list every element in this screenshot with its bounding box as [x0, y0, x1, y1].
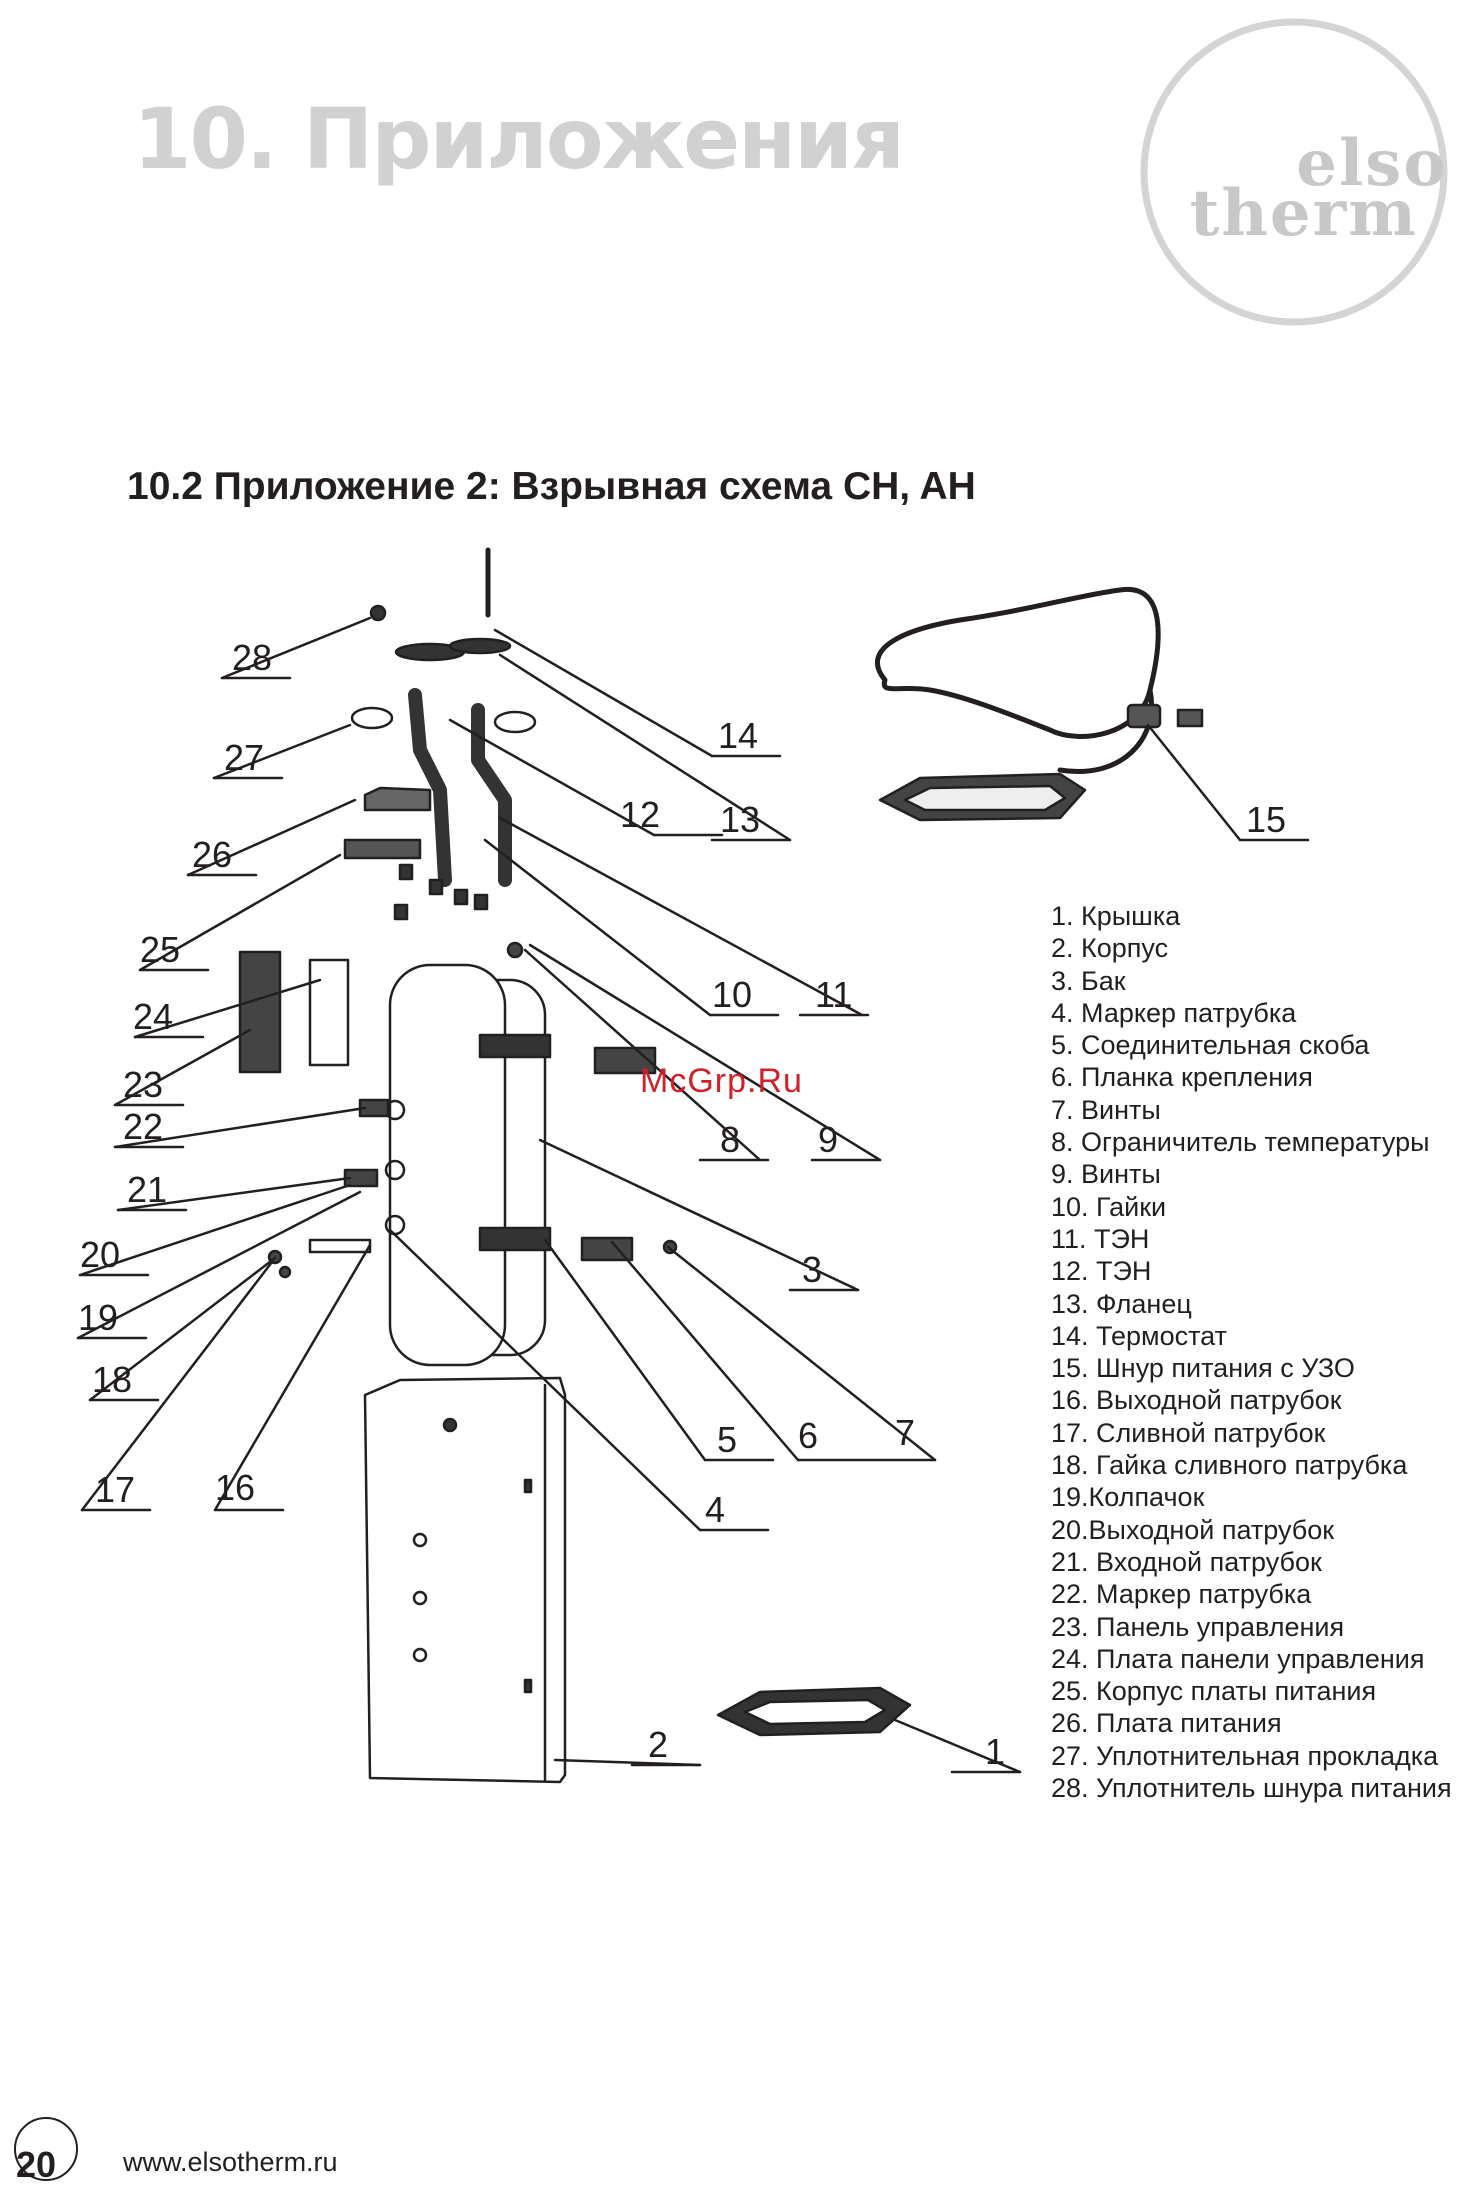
callout-1: 1	[985, 1731, 1005, 1772]
legend-item: 22. Маркер патрубка	[1051, 1579, 1312, 1610]
callout-18: 18	[92, 1359, 132, 1400]
callout-14: 14	[718, 715, 758, 756]
callout-22: 22	[123, 1106, 163, 1147]
callout-8: 8	[720, 1119, 740, 1160]
legend-item: 6. Планка крепления	[1051, 1062, 1313, 1093]
callout-26: 26	[192, 834, 232, 875]
callout-12: 12	[620, 794, 660, 835]
logo-text-elso: elso	[1296, 126, 1448, 201]
callout-15: 15	[1246, 799, 1286, 840]
legend-item: 9. Винты	[1051, 1159, 1161, 1190]
callout-3: 3	[802, 1249, 822, 1290]
callout-25: 25	[140, 929, 180, 970]
legend-item: 10. Гайки	[1051, 1191, 1167, 1222]
legend-item: 25. Корпус платы питания	[1051, 1676, 1377, 1707]
page-number: 20	[16, 2144, 57, 2185]
callout-20: 20	[80, 1234, 120, 1275]
legend-item: 12. ТЭН	[1051, 1256, 1152, 1287]
section-title: 10.2 Приложение 2: Взрывная схема CH, AH	[127, 465, 976, 508]
parts-legend: 1. Крышка 2. Корпус 3. Бак 4. Маркер пат…	[1051, 900, 1469, 1804]
page-heading: 10. Приложения	[133, 90, 905, 188]
callout-23: 23	[123, 1064, 163, 1105]
legend-item: 19.Колпачок	[1051, 1482, 1205, 1513]
legend-item: 14. Термостат	[1051, 1320, 1227, 1351]
callout-7: 7	[895, 1412, 915, 1453]
elsotherm-logo: elso therm	[1140, 18, 1448, 326]
legend-item: 20.Выходной патрубок	[1051, 1514, 1335, 1545]
legend-item: 13. Фланец	[1051, 1288, 1192, 1319]
legend-item: 2. Корпус	[1051, 933, 1169, 964]
legend-item: 15. Шнур питания с УЗО	[1051, 1353, 1355, 1384]
legend-item: 4. Маркер патрубка	[1051, 997, 1297, 1028]
callout-16: 16	[215, 1467, 255, 1508]
callout-21: 21	[127, 1169, 167, 1210]
callout-24: 24	[133, 996, 173, 1037]
watermark: McGrp.Ru	[640, 1062, 803, 1100]
legend-item: 23. Панель управления	[1051, 1611, 1345, 1642]
legend-item: 21. Входной патрубок	[1051, 1546, 1322, 1577]
legend-item: 27. Уплотнительная прокладка	[1051, 1740, 1439, 1771]
legend-item: 28. Уплотнитель шнура питания	[1051, 1773, 1452, 1804]
callout-19: 19	[78, 1297, 118, 1338]
legend-item: 1. Крышка	[1051, 901, 1181, 931]
callout-2: 2	[648, 1724, 668, 1765]
callout-10: 10	[712, 974, 752, 1015]
exploded-diagram: 28 27 26 25 24 23 22 21 20 19 18 17 16 1…	[76, 547, 1310, 1784]
legend-item: 11. ТЭН	[1051, 1223, 1150, 1254]
callout-11: 11	[815, 974, 852, 1015]
callout-28: 28	[232, 637, 272, 678]
logo-text-therm: therm	[1190, 176, 1418, 251]
legend-item: 17. Сливной патрубок	[1051, 1417, 1326, 1448]
callout-17: 17	[95, 1469, 135, 1510]
callout-9: 9	[818, 1119, 838, 1160]
footer-url: www.elsotherm.ru	[123, 2147, 338, 2177]
callout-6: 6	[798, 1415, 818, 1456]
legend-item: 8. Ограничитель температуры	[1051, 1127, 1430, 1158]
legend-item: 7. Винты	[1051, 1094, 1161, 1125]
callout-13: 13	[720, 799, 760, 840]
callout-4: 4	[705, 1489, 725, 1530]
callout-5: 5	[717, 1419, 737, 1460]
legend-item: 26. Плата питания	[1051, 1708, 1282, 1739]
legend-item: 24. Плата панели управления	[1051, 1643, 1425, 1674]
legend-item: 3. Бак	[1051, 965, 1126, 996]
callout-27: 27	[224, 737, 264, 778]
legend-item: 5. Соединительная скоба	[1051, 1030, 1370, 1061]
legend-item: 18. Гайка сливного патрубка	[1051, 1450, 1408, 1481]
legend-item: 16. Выходной патрубок	[1051, 1385, 1342, 1416]
